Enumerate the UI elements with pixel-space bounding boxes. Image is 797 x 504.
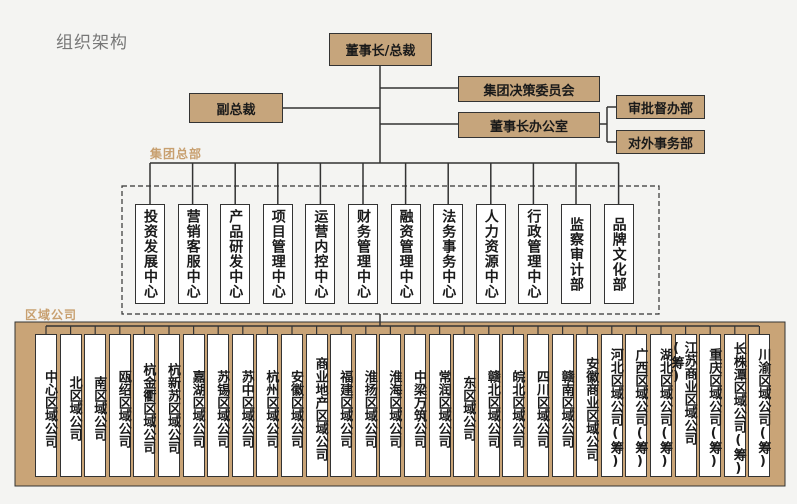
region-company-box: 淮扬区域公司 <box>354 334 377 477</box>
region-company-box: 江苏商业区域公司(筹) <box>669 334 697 477</box>
hq-department-box: 项目管理中心 <box>262 204 293 304</box>
region-company-box: 东区域公司 <box>453 334 476 477</box>
region-company-box: 湖北区域公司(筹) <box>650 334 672 477</box>
region-company-box: 长株潭区域公司(筹) <box>723 334 746 477</box>
vice-president-box: 副总裁 <box>189 93 283 123</box>
region-company-box: 淮海区域公司 <box>379 334 402 477</box>
region-company-box: 中梁万筑公司 <box>404 334 426 477</box>
region-company-box: 南区域公司 <box>84 334 107 477</box>
hq-department-box: 融资管理中心 <box>390 204 421 304</box>
hq-department-box: 产品研发中心 <box>220 204 251 304</box>
region-company-box: 赣南区域公司 <box>551 334 574 477</box>
hq-label: 集团总部 <box>150 147 203 161</box>
region-company-box: 常润区域公司 <box>428 334 451 477</box>
page-title: 组织架构 <box>56 33 128 53</box>
region-company-box: 皖北区域公司 <box>502 334 525 477</box>
region-company-box: 瓯绍区域公司 <box>108 334 131 477</box>
region-company-box: 杭新苏区域公司 <box>158 334 180 477</box>
committee-box: 集团决策委员会 <box>458 76 600 102</box>
region-company-box: 四川区域公司 <box>527 334 549 477</box>
region-company-box: 安徽商业区域公司 <box>576 334 599 477</box>
region-company-box: 杭金衢区域公司 <box>133 334 156 477</box>
hq-department-box: 营销客服中心 <box>177 204 208 304</box>
region-company-box: 商业地产区域公司 <box>305 334 328 477</box>
region-company-box: 杭州区域公司 <box>256 334 279 477</box>
region-label: 区域公司 <box>25 308 78 322</box>
hq-department-box: 监察审计部 <box>561 204 591 304</box>
hq-department-box: 财务管理中心 <box>348 204 378 304</box>
external-affairs-box: 对外事务部 <box>616 130 705 154</box>
region-company-box: 重庆区域公司(筹) <box>699 334 722 477</box>
hq-department-box: 行政管理中心 <box>518 204 549 304</box>
region-company-box: 北区域公司 <box>59 334 82 477</box>
region-company-box: 赣北区域公司 <box>477 334 500 477</box>
region-company-box: 苏中区域公司 <box>231 334 254 477</box>
region-company-box: 安徽区域公司 <box>281 334 303 477</box>
chairman-office-box: 董事长办公室 <box>458 112 600 138</box>
region-company-box: 苏锡区域公司 <box>207 334 230 477</box>
region-company-box: 中心区域公司 <box>35 334 57 477</box>
region-company-box: 河北区域公司(筹) <box>600 334 623 477</box>
hq-department-box: 品牌文化部 <box>603 204 634 304</box>
region-company-box: 广西区域公司(筹) <box>625 334 648 477</box>
region-company-box: 嘉湖区域公司 <box>182 334 205 477</box>
region-company-box: 福建区域公司 <box>330 334 353 477</box>
hq-department-box: 投资发展中心 <box>135 204 165 304</box>
hq-department-box: 运营内控中心 <box>305 204 336 304</box>
region-company-box: 川渝区域公司(筹) <box>748 334 771 477</box>
chairman-box: 董事长/总裁 <box>329 33 432 66</box>
hq-department-box: 法务事务中心 <box>433 204 464 304</box>
hq-department-box: 人力资源中心 <box>475 204 506 304</box>
approval-dept-box: 审批督办部 <box>616 95 705 119</box>
